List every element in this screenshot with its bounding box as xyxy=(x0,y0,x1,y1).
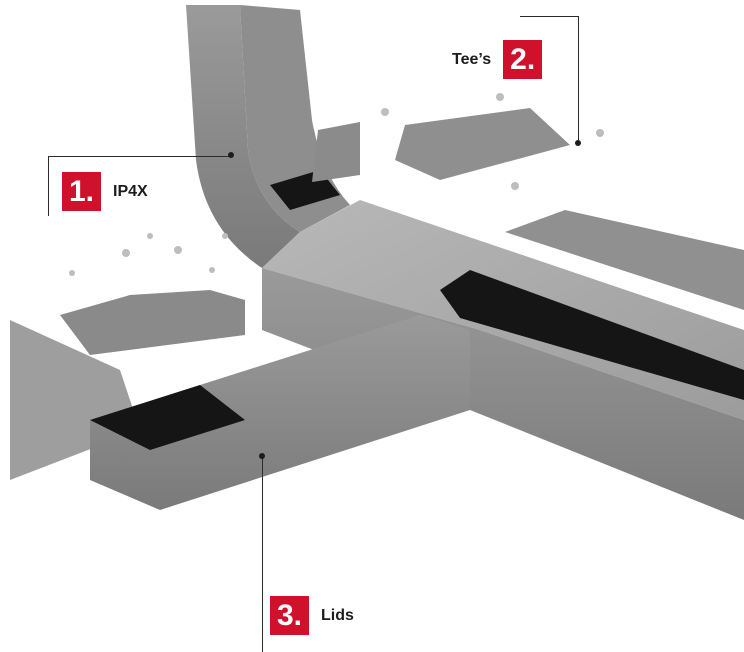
callout-ip4x: 1. IP4X xyxy=(62,172,148,211)
leader-line-2-horizontal xyxy=(520,16,578,17)
leader-dot-1 xyxy=(228,152,234,158)
floor-fade xyxy=(0,560,744,652)
leader-dot-2 xyxy=(575,140,581,146)
callout-label: Tee’s xyxy=(452,50,492,68)
callout-label: Lids xyxy=(321,606,354,624)
callout-number-badge: 1. xyxy=(62,172,102,211)
tee-arm xyxy=(10,315,470,560)
callout-label: IP4X xyxy=(113,182,148,200)
callout-tees: Tee’s 2. xyxy=(452,40,543,79)
leader-line-2-vertical xyxy=(578,16,579,140)
gasket-strip xyxy=(440,270,744,400)
leader-line-3-vertical xyxy=(262,456,263,652)
bolts xyxy=(69,93,604,276)
lid-plates xyxy=(60,108,744,355)
callout-number-badge: 3. xyxy=(270,596,310,635)
tee-gasket xyxy=(90,385,245,450)
callout-number-badge: 2. xyxy=(503,40,543,79)
leader-line-1-vertical xyxy=(48,156,49,216)
leader-line-1-horizontal xyxy=(48,156,230,157)
leader-dot-3 xyxy=(259,453,265,459)
callout-lids: 3. Lids xyxy=(270,596,354,635)
